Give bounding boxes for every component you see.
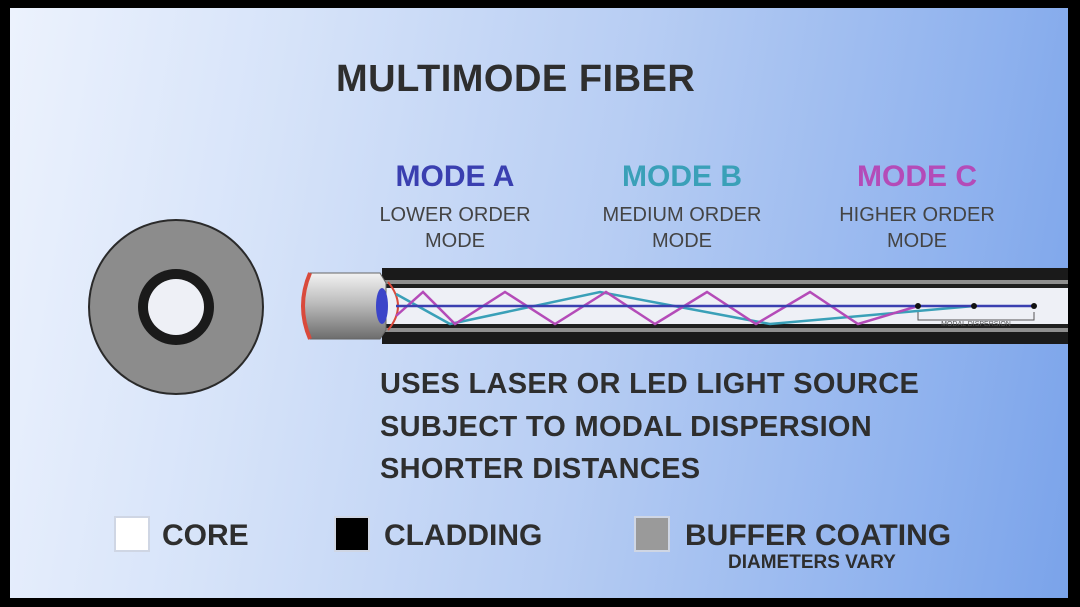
- mode-c-desc-line2: MODE: [887, 230, 947, 252]
- bullet-shorter-distances: SHORTER DISTANCES: [380, 453, 701, 485]
- legend-cladding-swatch: [334, 516, 370, 552]
- bullet-modal-dispersion: SUBJECT TO MODAL DISPERSION: [380, 411, 873, 443]
- mode-c-ray: [395, 290, 919, 326]
- legend-core-swatch: [114, 516, 150, 552]
- mode-b-label: MODE B: [622, 160, 742, 193]
- light-source-body: [302, 272, 387, 340]
- mode-c-arrival-dot: [915, 303, 921, 309]
- fiber-cross-section: [88, 219, 264, 395]
- legend-note: DIAMETERS VARY: [728, 552, 896, 573]
- bullet-light-source: USES LASER OR LED LIGHT SOURCE: [380, 368, 920, 400]
- diagram-canvas: MULTIMODE FIBER MODE A LOWER ORDER MODE …: [10, 8, 1068, 598]
- mode-b-description: MEDIUM ORDER MODE: [572, 202, 792, 254]
- mode-a-description: LOWER ORDER MODE: [345, 202, 565, 254]
- cross-section-core: [148, 279, 204, 335]
- mode-b-desc-line2: MODE: [652, 230, 712, 252]
- dispersion-bracket: [917, 312, 1035, 321]
- mode-a-arrival-dot: [1031, 303, 1037, 309]
- mode-c-label: MODE C: [857, 160, 977, 193]
- legend-buffer-swatch: [634, 516, 670, 552]
- light-source-glow: [301, 272, 312, 340]
- mode-b-arrival-dot: [971, 303, 977, 309]
- legend-cladding-label: CLADDING: [384, 519, 543, 552]
- light-emitter: [376, 288, 388, 324]
- legend-buffer-label: BUFFER COATING: [685, 519, 952, 552]
- mode-b-ray: [395, 290, 975, 326]
- mode-a-desc-line1: LOWER ORDER: [379, 204, 531, 226]
- fiber-diagram: MODAL DISPERSION: [88, 219, 1068, 395]
- diagram-title: MULTIMODE FIBER: [336, 58, 696, 100]
- dispersion-label: MODAL DISPERSION: [941, 321, 1011, 328]
- mode-c-desc-line1: HIGHER ORDER: [839, 204, 995, 226]
- light-source: [301, 272, 399, 340]
- mode-a-desc-line2: MODE: [425, 230, 485, 252]
- mode-b-desc-line1: MEDIUM ORDER: [602, 204, 762, 226]
- mode-c-description: HIGHER ORDER MODE: [807, 202, 1027, 254]
- mode-a-label: MODE A: [395, 160, 515, 193]
- legend-core-label: CORE: [162, 519, 249, 552]
